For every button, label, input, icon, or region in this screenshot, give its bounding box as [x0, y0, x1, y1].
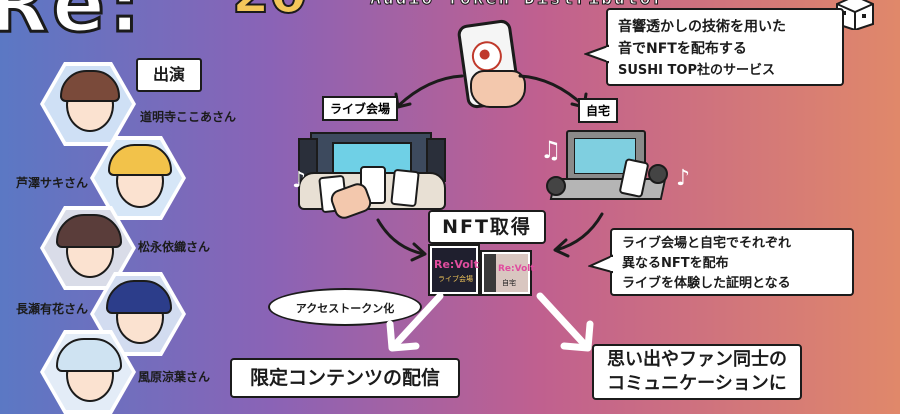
cast-portrait-1	[40, 62, 136, 146]
arrow-to-fan-communication	[536, 292, 594, 352]
service-note-line-2: 音でNFTを配布する	[618, 41, 747, 57]
cast-name-2: 芦澤サキさん	[16, 176, 89, 190]
nft-note-box: ライブ会場と自宅でそれぞれ 異なるNFTを配布 ライブを体験した証明となる	[610, 228, 854, 296]
hand-illustration	[470, 70, 526, 108]
music-note-icon: ♪	[676, 166, 691, 191]
nft-card-logo: Re:Volt	[434, 258, 479, 271]
cast-label: 出演	[136, 58, 202, 92]
nft-card-sub: ライブ会場	[438, 275, 473, 283]
music-note-icon: ♫	[540, 136, 562, 164]
cast-name-4: 長瀬有花さん	[16, 302, 89, 316]
cast-portrait-4	[90, 272, 186, 356]
fan-communication-line-2: コミュニケーションに	[607, 373, 787, 394]
limited-content-box: 限定コンテンツの配信	[230, 358, 460, 398]
access-token-label: アクセストークン化	[295, 302, 395, 315]
service-note-box: 音響透かしの技術を用いた 音でNFTを配布する SUSHI TOP社のサービス	[606, 8, 844, 86]
fan-communication-box: 思い出やファン同士の コミュニケーションに	[592, 344, 802, 400]
fan-communication-line-1: 思い出やファン同士の	[607, 349, 787, 370]
cast-name-5: 風原涼葉さん	[138, 370, 211, 384]
title-logo: Re:	[0, 0, 145, 52]
venue-tag: ライブ会場	[322, 96, 399, 121]
title-year: 20	[231, 0, 308, 26]
arrow-to-venue	[394, 74, 464, 109]
arrow-home-to-nft	[553, 212, 604, 258]
microphone-icon	[546, 176, 566, 196]
nft-card-sub: 自宅	[502, 279, 516, 287]
nft-note-line-3: ライブを体験した証明となる	[622, 276, 791, 291]
nft-acquire-label: NFT取得	[428, 210, 546, 244]
nft-card-home: Re:Volt 自宅	[482, 252, 535, 294]
arrow-venue-to-nft	[376, 218, 427, 262]
cube-icon	[836, 0, 874, 30]
home-tag: 自宅	[578, 98, 619, 123]
nft-note-line-2: 異なるNFTを配布	[622, 256, 729, 271]
laptop-keyboard	[549, 178, 667, 200]
service-note-line-3: SUSHI TOP社のサービス	[618, 63, 775, 78]
access-token-bubble: アクセストークン化	[268, 288, 422, 326]
nft-card-logo: Re:Volt	[498, 264, 535, 274]
cast-name-1: 道明寺ここあさん	[140, 110, 237, 124]
nft-note-tail	[588, 254, 614, 274]
nft-card-venue: Re:Volt ライブ会場	[430, 246, 479, 294]
microphone-icon	[648, 164, 668, 184]
cast-name-3: 松永依織さん	[138, 240, 211, 254]
arrow-to-limited-content	[386, 292, 444, 352]
service-note-tail	[584, 44, 610, 64]
music-note-icon: ♪	[292, 168, 307, 193]
nft-note-line-1: ライブ会場と自宅でそれぞれ	[622, 236, 792, 251]
crowd-phone-3	[390, 168, 420, 208]
service-note-line-1: 音響透かしの技術を用いた	[618, 19, 786, 35]
distributor-label: Audio Token Distributor	[369, 0, 665, 10]
